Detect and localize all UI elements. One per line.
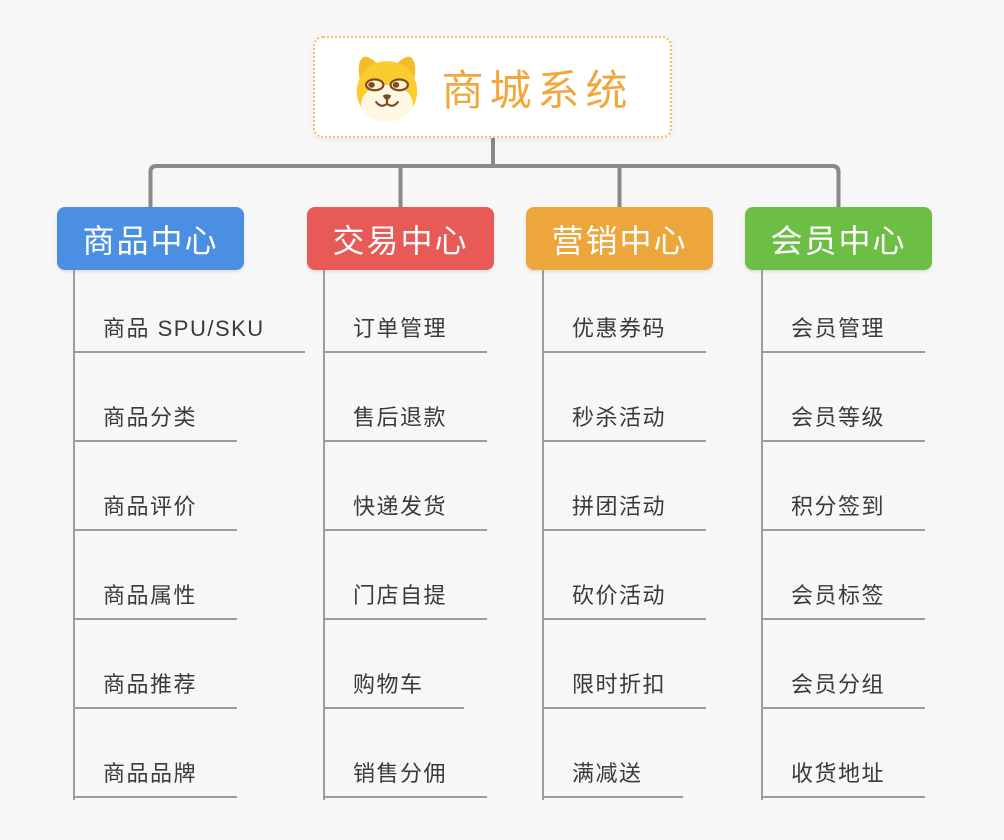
branch-label: 营销中心 [551,222,688,259]
child-topic[interactable]: 商品品牌 [73,760,238,798]
child-topic[interactable]: 商品 SPU/SKU [73,315,305,353]
branch-node-product-center[interactable]: 商品中心 [57,207,244,270]
child-topic[interactable]: 快递发货 [323,493,488,531]
child-topic[interactable]: 秒杀活动 [542,404,707,442]
child-topic[interactable]: 收货地址 [761,760,926,798]
child-connector-spine [73,270,75,800]
child-topic[interactable]: 购物车 [323,671,464,709]
child-topic[interactable]: 商品推荐 [73,671,238,709]
branch-label: 会员中心 [770,222,907,259]
child-topic[interactable]: 会员标签 [761,582,926,620]
child-connector-spine [761,270,763,800]
child-topic[interactable]: 会员管理 [761,315,926,353]
root-title: 商城系统 [441,66,634,114]
child-topic[interactable]: 售后退款 [323,404,488,442]
child-connector-spine [323,270,325,800]
child-topic[interactable]: 满减送 [542,760,683,798]
branch-label: 商品中心 [82,222,219,259]
child-topic[interactable]: 销售分佣 [323,760,488,798]
child-topic[interactable]: 订单管理 [323,315,488,353]
branch-label: 交易中心 [332,222,469,259]
child-topic[interactable]: 限时折扣 [542,671,707,709]
child-topic[interactable]: 优惠券码 [542,315,707,353]
child-topic[interactable]: 商品分类 [73,404,238,442]
child-topic[interactable]: 商品评价 [73,493,238,531]
child-topic[interactable]: 积分签到 [761,493,926,531]
dog-face-icon [351,52,423,122]
branch-node-member-center[interactable]: 会员中心 [745,207,932,270]
branch-node-marketing-center[interactable]: 营销中心 [526,207,713,270]
branch-node-trade-center[interactable]: 交易中心 [307,207,494,270]
child-topic[interactable]: 门店自提 [323,582,488,620]
child-topic[interactable]: 砍价活动 [542,582,707,620]
child-topic[interactable]: 商品属性 [73,582,238,620]
root-node[interactable]: 商城系统 [313,36,672,138]
child-topic[interactable]: 会员分组 [761,671,926,709]
child-connector-spine [542,270,544,800]
child-topic[interactable]: 会员等级 [761,404,926,442]
child-topic[interactable]: 拼团活动 [542,493,707,531]
